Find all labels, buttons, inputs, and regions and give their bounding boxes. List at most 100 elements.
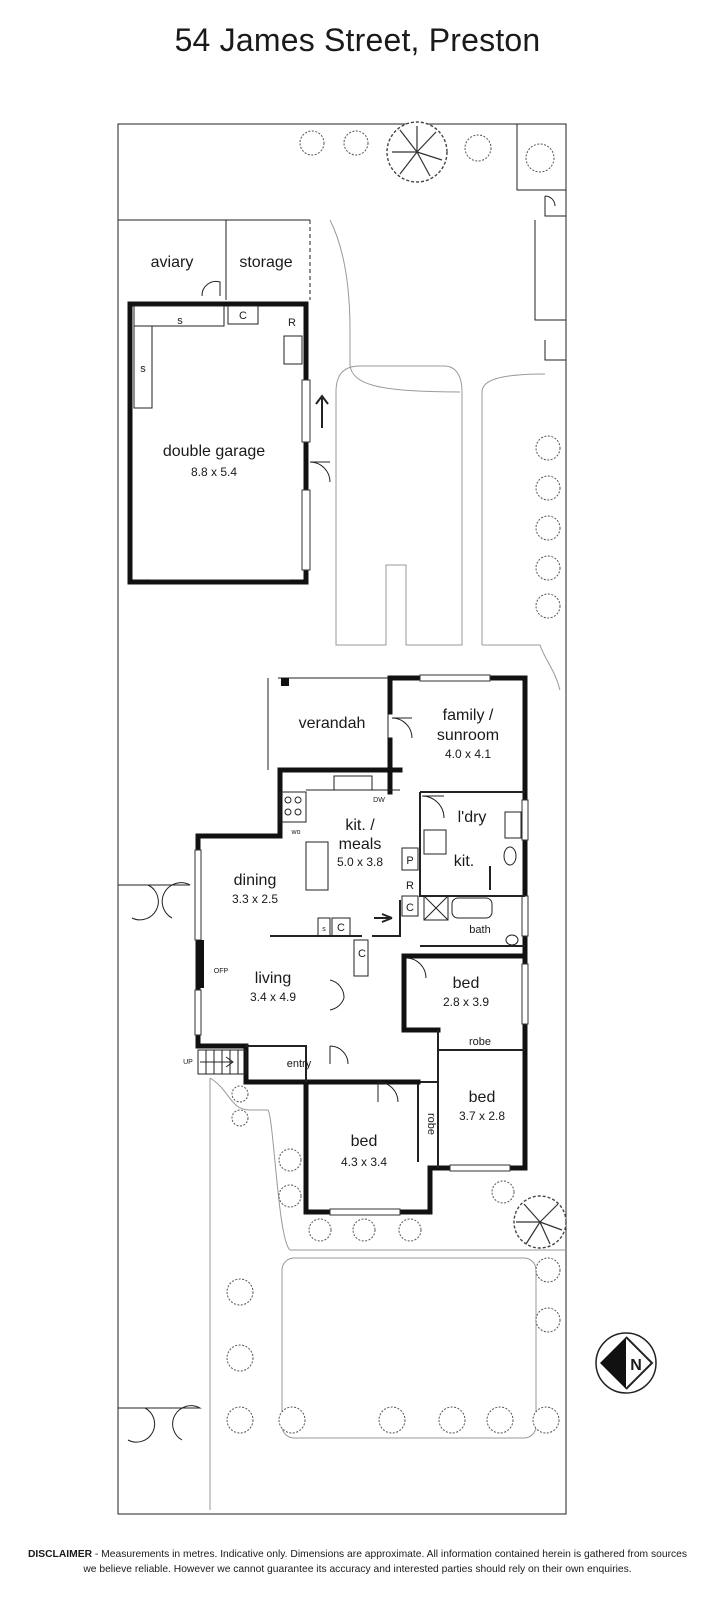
compass-icon: [595, 1332, 657, 1394]
entry-door: [329, 1045, 349, 1065]
plan-title: 54 James Street, Preston: [174, 22, 541, 58]
bathtub: [451, 897, 493, 919]
fridge-label: R: [288, 317, 296, 329]
bed2-window: [449, 1164, 511, 1172]
family-label-1: family /: [443, 707, 494, 724]
garage-walls: [127, 301, 309, 585]
aviary-storage-walls: [117, 220, 227, 300]
shelf-side-label: s: [140, 363, 146, 375]
garage-dim: 8.8 x 5.4: [191, 465, 237, 479]
disclaimer-text: - Measurements in metres. Indicative onl…: [83, 1549, 688, 1575]
shed-outline: [516, 124, 566, 191]
bed3-dim: 4.3 x 3.4: [341, 1155, 387, 1169]
bed3-label: bed: [351, 1133, 378, 1150]
laundry-walls: [419, 791, 525, 897]
shelf-label: s: [177, 315, 183, 327]
arrow-icon: [315, 394, 329, 428]
shelf-side: [133, 325, 153, 409]
garage-side-opening: [301, 379, 311, 443]
arrow-small-icon: [381, 913, 393, 923]
ofp-label: OFP: [214, 968, 229, 975]
entry-walls: [246, 1045, 307, 1082]
bed1-label: bed: [453, 975, 480, 992]
aviary-door: [201, 280, 221, 297]
laundry-label: l'dry: [458, 809, 487, 826]
hall-c1-label: C: [337, 922, 345, 934]
kit2-cooktop: [423, 829, 447, 855]
bath-label: bath: [469, 924, 490, 936]
living-window: [194, 989, 202, 1036]
cooktop: [279, 791, 307, 823]
stairs-arrow-icon: [200, 1056, 234, 1068]
laundry-tub: [504, 811, 522, 839]
bed1-door: [405, 957, 427, 979]
toilet: [503, 846, 517, 866]
living-doors: [329, 979, 345, 1011]
cupboard-label: C: [239, 310, 247, 322]
up-label: UP: [183, 1059, 193, 1066]
shower: [423, 895, 449, 921]
shed-door: [544, 195, 566, 217]
hall-s-label: s: [322, 926, 326, 933]
garage-window: [301, 489, 311, 571]
garage-label: double garage: [163, 443, 265, 460]
driveway-outline: [329, 219, 461, 393]
side-gate: [118, 882, 191, 921]
verandah-outline: [278, 677, 389, 792]
family-label-2: sunroom: [437, 727, 499, 744]
front-gate: [118, 1405, 202, 1443]
basin: [505, 934, 519, 946]
fireplace: [198, 940, 204, 988]
robe1-walls: [437, 1030, 525, 1168]
driveway-right: [481, 373, 561, 691]
dw-label: DW: [373, 797, 385, 804]
kit-label-2: meals: [339, 836, 382, 853]
lawn: [281, 1257, 537, 1439]
kit-label-1: kit. /: [345, 817, 375, 834]
garden-path: [209, 1077, 566, 1510]
disclaimer-label: DISCLAIMER: [27, 1549, 93, 1560]
entry-label: entry: [287, 1058, 312, 1070]
robe2-walls: [417, 1081, 438, 1162]
robe2-label: robe: [425, 1113, 437, 1135]
kitchen-sink: [333, 775, 373, 791]
hall-c2-label: C: [358, 948, 366, 960]
bed3-window: [329, 1208, 401, 1216]
kit2-label: kit.: [454, 853, 474, 870]
dining-window: [194, 849, 202, 941]
tree-icon: [386, 121, 448, 183]
bed1-dim: 2.8 x 3.9: [443, 995, 489, 1009]
bed1-walls: [401, 953, 528, 1033]
kit-dim: 5.0 x 3.8: [337, 855, 383, 869]
kitchen-island: [305, 841, 329, 891]
family-dim: 4.0 x 4.1: [445, 747, 491, 761]
property-boundary: [117, 123, 567, 1515]
dining-label: dining: [234, 872, 277, 889]
bed2-label: bed: [469, 1089, 496, 1106]
living-label: living: [255, 970, 291, 987]
garage-door-swing: [309, 461, 331, 483]
aviary-label: aviary: [151, 254, 194, 271]
fridge-recess: [283, 335, 303, 365]
yard-lines: [118, 219, 566, 361]
disclaimer: DISCLAIMER - Measurements in metres. Ind…: [20, 1547, 695, 1577]
dining-dim: 3.3 x 2.5: [232, 892, 278, 906]
shelf-top: [133, 305, 225, 327]
living-dim: 3.4 x 4.9: [250, 990, 296, 1004]
tree-icon: [513, 1195, 567, 1249]
cupboard-kit: [401, 895, 419, 917]
family-window: [419, 674, 491, 682]
bath-window: [521, 895, 529, 937]
cupboard-s: [317, 917, 331, 937]
kit-fridge-label: R: [406, 880, 414, 892]
verandah-label: verandah: [299, 715, 366, 732]
wo-label: wo: [291, 829, 301, 836]
pantry: [401, 847, 419, 871]
cupboard-c2: [353, 939, 369, 977]
bed3-door: [377, 1081, 399, 1103]
driveway-left: [335, 365, 463, 646]
compass-letter: N: [630, 1357, 642, 1374]
post: [281, 678, 289, 686]
robe1-label: robe: [469, 1036, 491, 1048]
